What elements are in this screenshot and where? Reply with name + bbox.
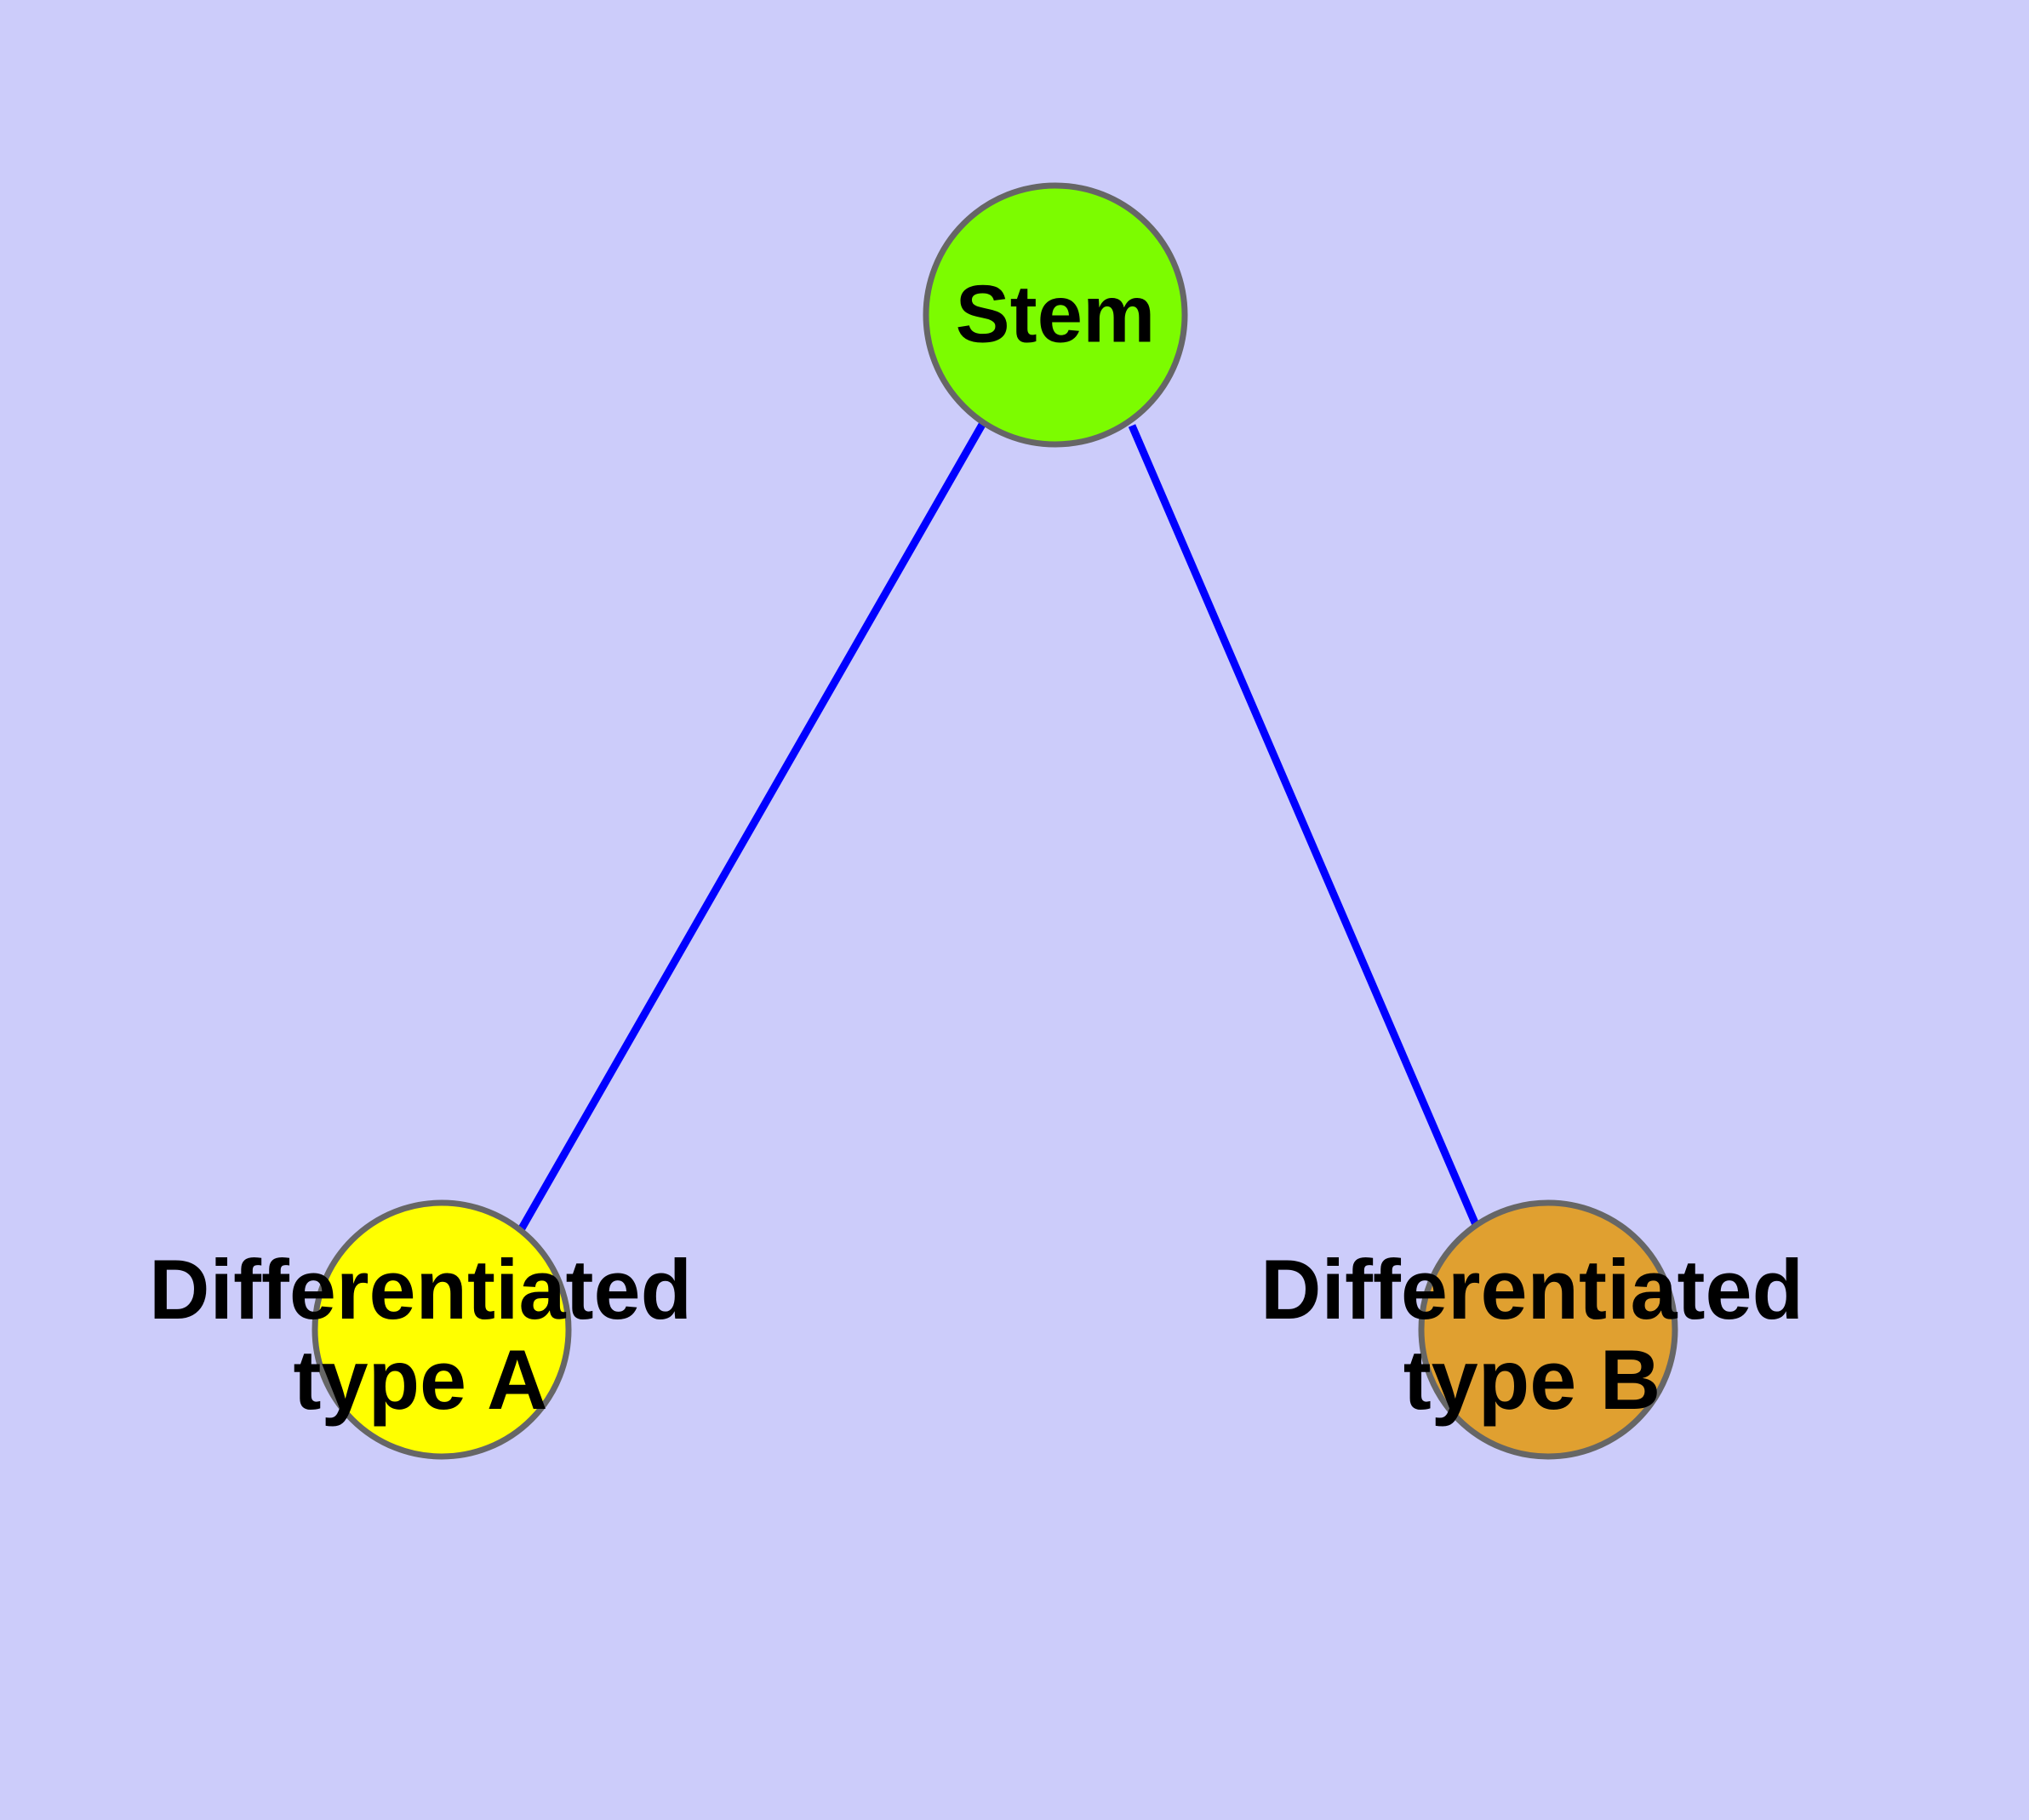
edge-stem-to-a <box>518 421 986 1231</box>
node-circle-stem[interactable] <box>923 182 1188 448</box>
edge-layer <box>518 421 1481 1231</box>
node-circle-diff-a[interactable] <box>311 1199 572 1460</box>
node-circle-diff-b[interactable] <box>1418 1199 1678 1460</box>
edge-stem-to-b <box>1128 424 1481 1228</box>
node-layer <box>311 182 1678 1460</box>
